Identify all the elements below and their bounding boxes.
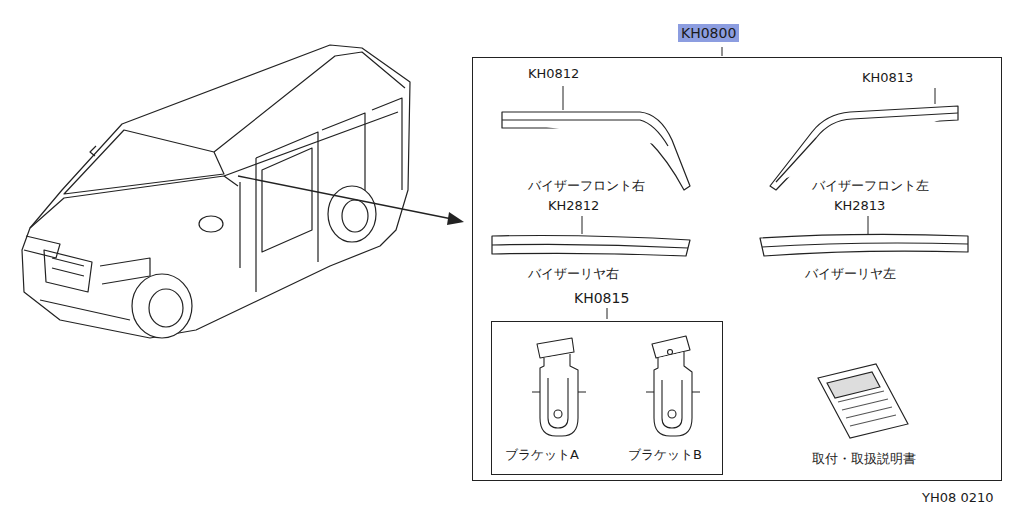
part-label: KH0812 <box>528 66 579 82</box>
part-label: ブラケットA <box>505 447 579 463</box>
part-label: KH2813 <box>834 198 885 214</box>
part-label: 取付・取扱説明書 <box>812 451 916 467</box>
part-number: KH0815 <box>571 289 632 307</box>
part-label: KH2812 <box>548 198 599 214</box>
part-label: ブラケットB <box>628 447 702 463</box>
part-label: バイザーフロント右 <box>528 178 645 194</box>
bracket-drawings <box>532 336 700 436</box>
figure-code: YH08 0210 <box>922 490 993 506</box>
manual-drawing <box>818 364 908 438</box>
part-label: KH0813 <box>862 70 913 86</box>
part-label: バイザーフロント左 <box>812 178 929 194</box>
part-label: バイザーリヤ左 <box>805 266 896 282</box>
van-drawing <box>22 45 410 338</box>
part-number: KH0800 <box>678 24 739 42</box>
visor-parts <box>492 106 968 256</box>
pointer-arrow <box>238 176 464 225</box>
part-label: バイザーリヤ右 <box>528 266 619 282</box>
